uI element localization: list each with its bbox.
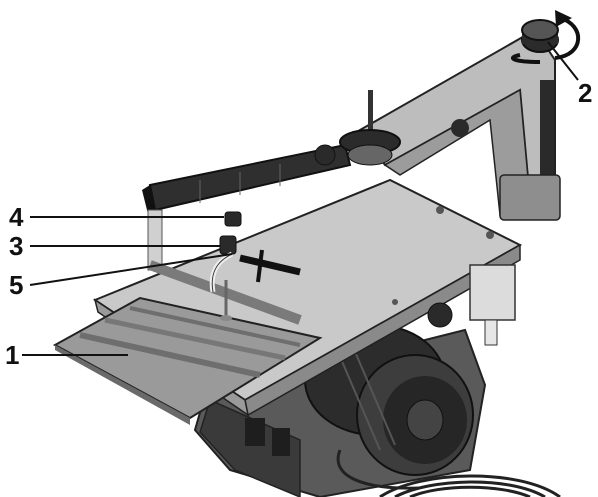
power-cord: [336, 449, 561, 497]
blade-key: [239, 249, 301, 283]
blade-pivot: [339, 90, 401, 166]
tilt-knob: [427, 264, 516, 346]
callout-1: 1: [5, 340, 19, 370]
blade-holder: [209, 211, 242, 321]
callout-2: 2: [578, 78, 592, 108]
upper-arm: [358, 28, 561, 221]
tension-knob: [521, 19, 559, 53]
rotate-arrow-icon: [511, 10, 581, 64]
callout-3: 3: [9, 231, 23, 261]
hold-down-arm: [142, 143, 352, 271]
motor: [304, 324, 474, 476]
callout-lines: [22, 41, 579, 356]
callout-5: 5: [9, 270, 23, 300]
callout-4: 4: [9, 202, 24, 232]
